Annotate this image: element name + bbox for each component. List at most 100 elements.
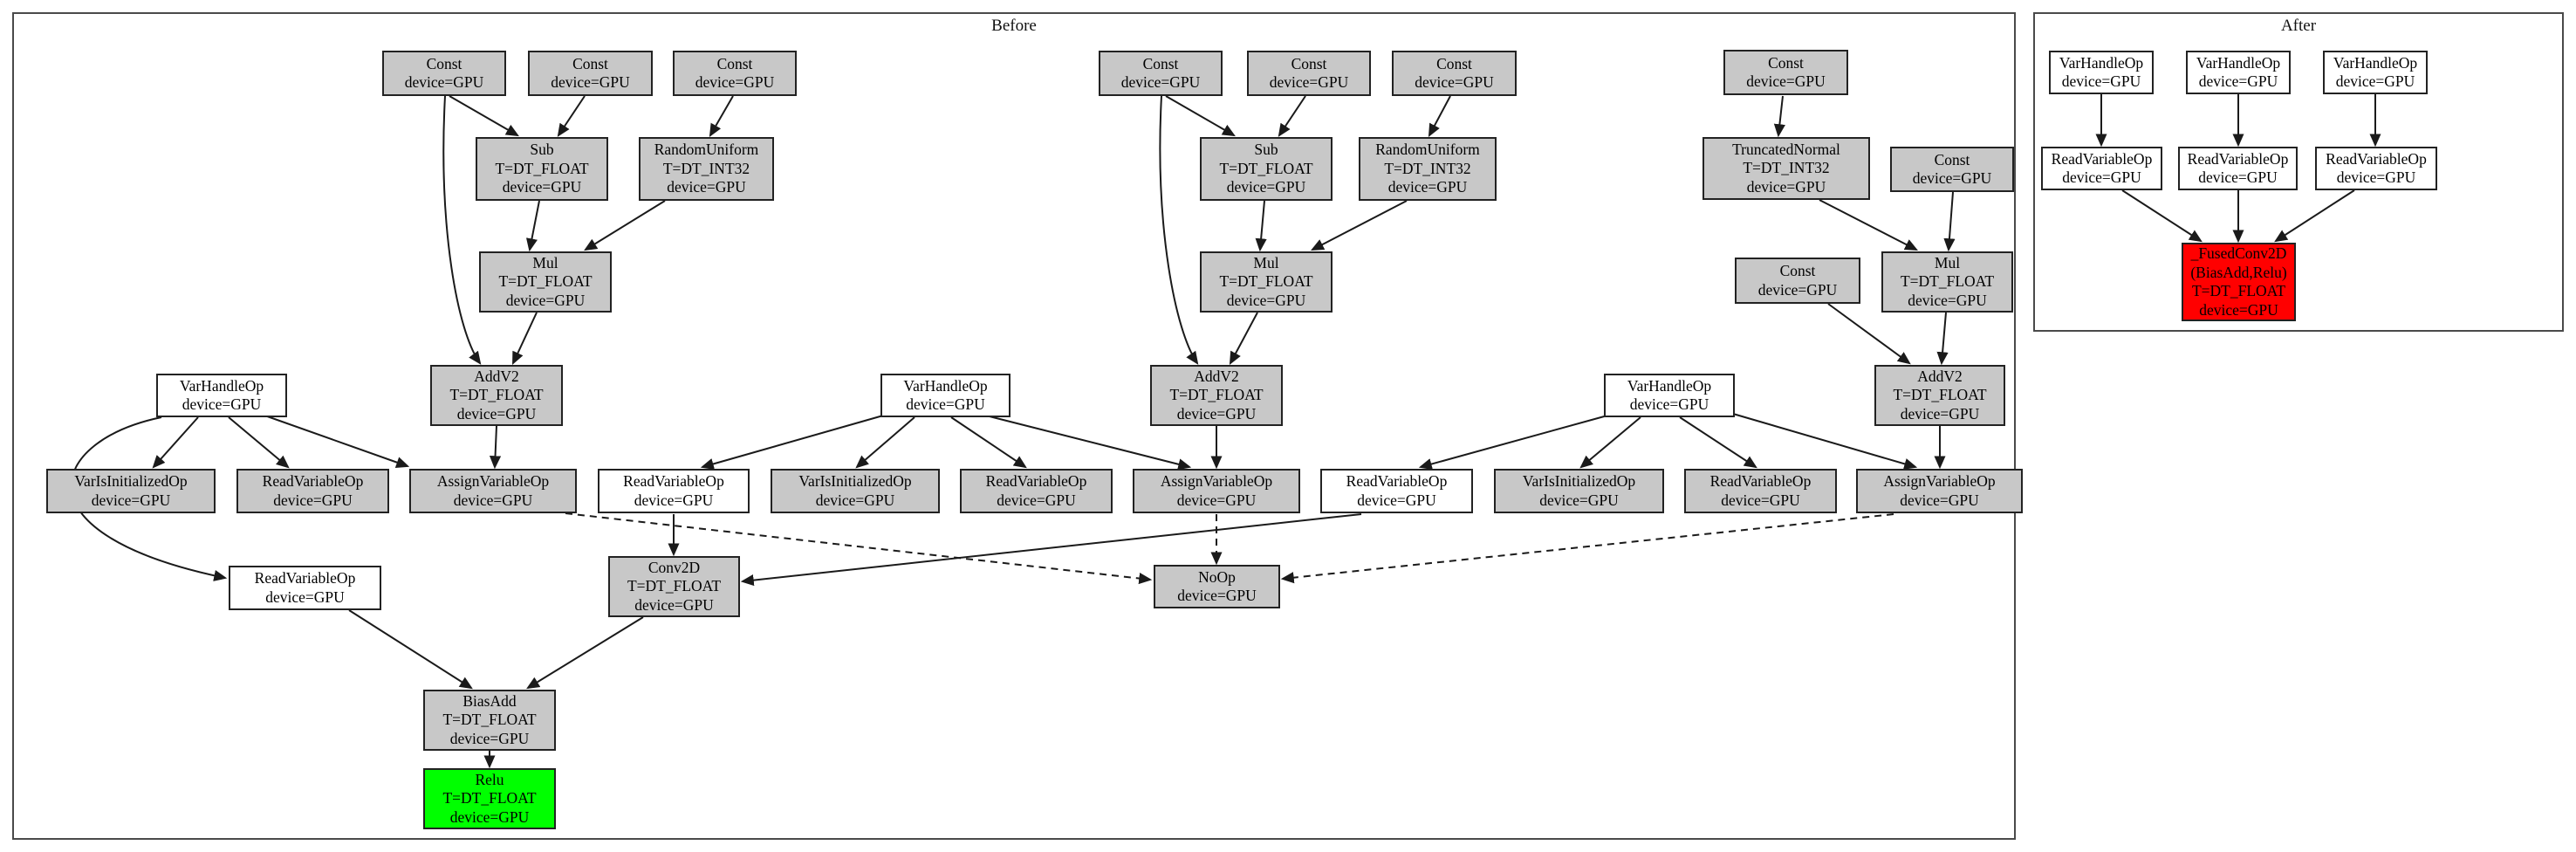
node-label-line: VarIsInitializedOp: [1522, 472, 1636, 490]
node-label-line: VarHandleOp: [179, 376, 264, 395]
node-label-line: T=DT_FLOAT: [1219, 159, 1313, 177]
node-label-line: (BiasAdd,Relu): [2190, 263, 2287, 281]
edge-a-assign-var-to-noop: [565, 512, 1153, 585]
node-label-line: T=DT_FLOAT: [1219, 272, 1313, 291]
node-label-line: VarHandleOp: [2333, 53, 2418, 72]
node-label-line: ReadVariableOp: [2051, 149, 2153, 168]
edge-b-var-handle-to-b-var-is-init: [855, 416, 915, 469]
node-label-line: device=GPU: [2336, 168, 2416, 186]
node-label-line: device=GPU: [1629, 395, 1709, 413]
node-label-line: device=GPU: [1226, 291, 1306, 309]
node-label-line: ReadVariableOp: [254, 569, 356, 587]
node-label-line: device=GPU: [505, 291, 586, 309]
node-label-line: ReadVariableOp: [1346, 472, 1448, 490]
node-label-line: VarHandleOp: [2196, 53, 2281, 72]
edge-b-mul-to-b-addv2: [1229, 312, 1258, 365]
node-label-line: device=GPU: [2062, 168, 2141, 186]
edge-c-read-var-w-to-conv2d: [740, 513, 1362, 587]
node-label-line: TruncatedNormal: [1732, 140, 1840, 158]
node-label-line: device=GPU: [502, 178, 582, 196]
node-label-line: NoOp: [1198, 567, 1236, 586]
node-label-line: device=GPU: [2061, 72, 2141, 90]
node-label-line: AssignVariableOp: [1883, 472, 1996, 490]
node-label-line: Const: [1142, 54, 1179, 72]
node-label-line: device=GPU: [453, 491, 533, 509]
edge-a-var-handle-to-a-read-var: [228, 416, 290, 469]
edge-b-const-3-to-b-random-uniform: [1428, 95, 1451, 137]
node-label-line: T=DT_FLOAT: [498, 272, 593, 291]
node-label-line: device=GPU: [1415, 73, 1494, 91]
edge-c-mul-to-c-addv2: [1936, 312, 1949, 366]
node-label-line: device=GPU: [1908, 291, 1987, 309]
edge-f-read-var-1-to-fused-conv2d: [2121, 189, 2203, 243]
node-label-line: Mul: [1934, 253, 1961, 271]
edge-c-const-1-to-c-truncated-normal: [1773, 95, 1785, 138]
edge-a-sub-to-a-mul: [525, 200, 540, 252]
node-label-line: RandomUniform: [654, 141, 759, 159]
node-label-line: device=GPU: [551, 73, 630, 91]
node-label-line: ReadVariableOp: [2326, 149, 2427, 168]
node-label-line: ReadVariableOp: [1709, 472, 1812, 490]
node-label-line: device=GPU: [1721, 491, 1800, 509]
node-label-line: device=GPU: [1226, 178, 1306, 196]
node-label-line: device=GPU: [456, 404, 537, 423]
node-label-line: T=DT_FLOAT: [627, 577, 722, 595]
node-label-line: device=GPU: [1912, 169, 1992, 187]
node-label-line: T=DT_FLOAT: [1893, 386, 1987, 404]
edge-a-const-1-to-a-addv2: [442, 95, 482, 365]
node-label-line: VarIsInitializedOp: [798, 472, 912, 490]
edge-b-const-1-to-b-addv2: [1159, 95, 1199, 365]
edge-a-const-2-to-a-sub: [557, 95, 586, 137]
node-label-line: device=GPU: [1746, 177, 1826, 196]
node-label-line: T=DT_FLOAT: [449, 386, 544, 404]
node-label-line: device=GPU: [997, 491, 1076, 509]
node-label-line: device=GPU: [91, 491, 171, 509]
cluster-before-label: Before: [991, 17, 1037, 35]
edge-a-mul-to-a-addv2: [512, 312, 538, 366]
edge-a-random-uniform-to-a-mul: [584, 200, 666, 251]
node-label-line: Mul: [532, 253, 558, 271]
node-label-line: Const: [716, 54, 753, 72]
edge-a-const-1-to-a-sub: [449, 95, 519, 137]
node-label-line: AssignVariableOp: [436, 472, 550, 490]
edge-c-var-handle-to-c-var-is-init: [1579, 416, 1641, 469]
edge-a-const-3-to-a-random-uniform: [709, 95, 734, 137]
edge-b-sub-to-b-mul: [1255, 200, 1267, 252]
node-label-line: Const: [1768, 53, 1804, 72]
node-label-line: device=GPU: [449, 729, 530, 747]
cluster-before: Before: [12, 12, 2016, 840]
node-label-line: Relu: [475, 770, 504, 788]
edge-a-addv2-to-a-assign-var: [489, 425, 502, 470]
edge-c-var-handle-to-c-read-var: [1679, 416, 1757, 469]
node-label-line: device=GPU: [265, 587, 345, 606]
node-label-line: BiasAdd: [462, 691, 517, 710]
node-label-line: T=DT_FLOAT: [1169, 386, 1264, 404]
edge-a-read-var-2-to-bias-add: [348, 609, 473, 690]
cluster-after-label: After: [2280, 17, 2317, 35]
edge-c-const-3-to-c-addv2: [1827, 303, 1911, 365]
